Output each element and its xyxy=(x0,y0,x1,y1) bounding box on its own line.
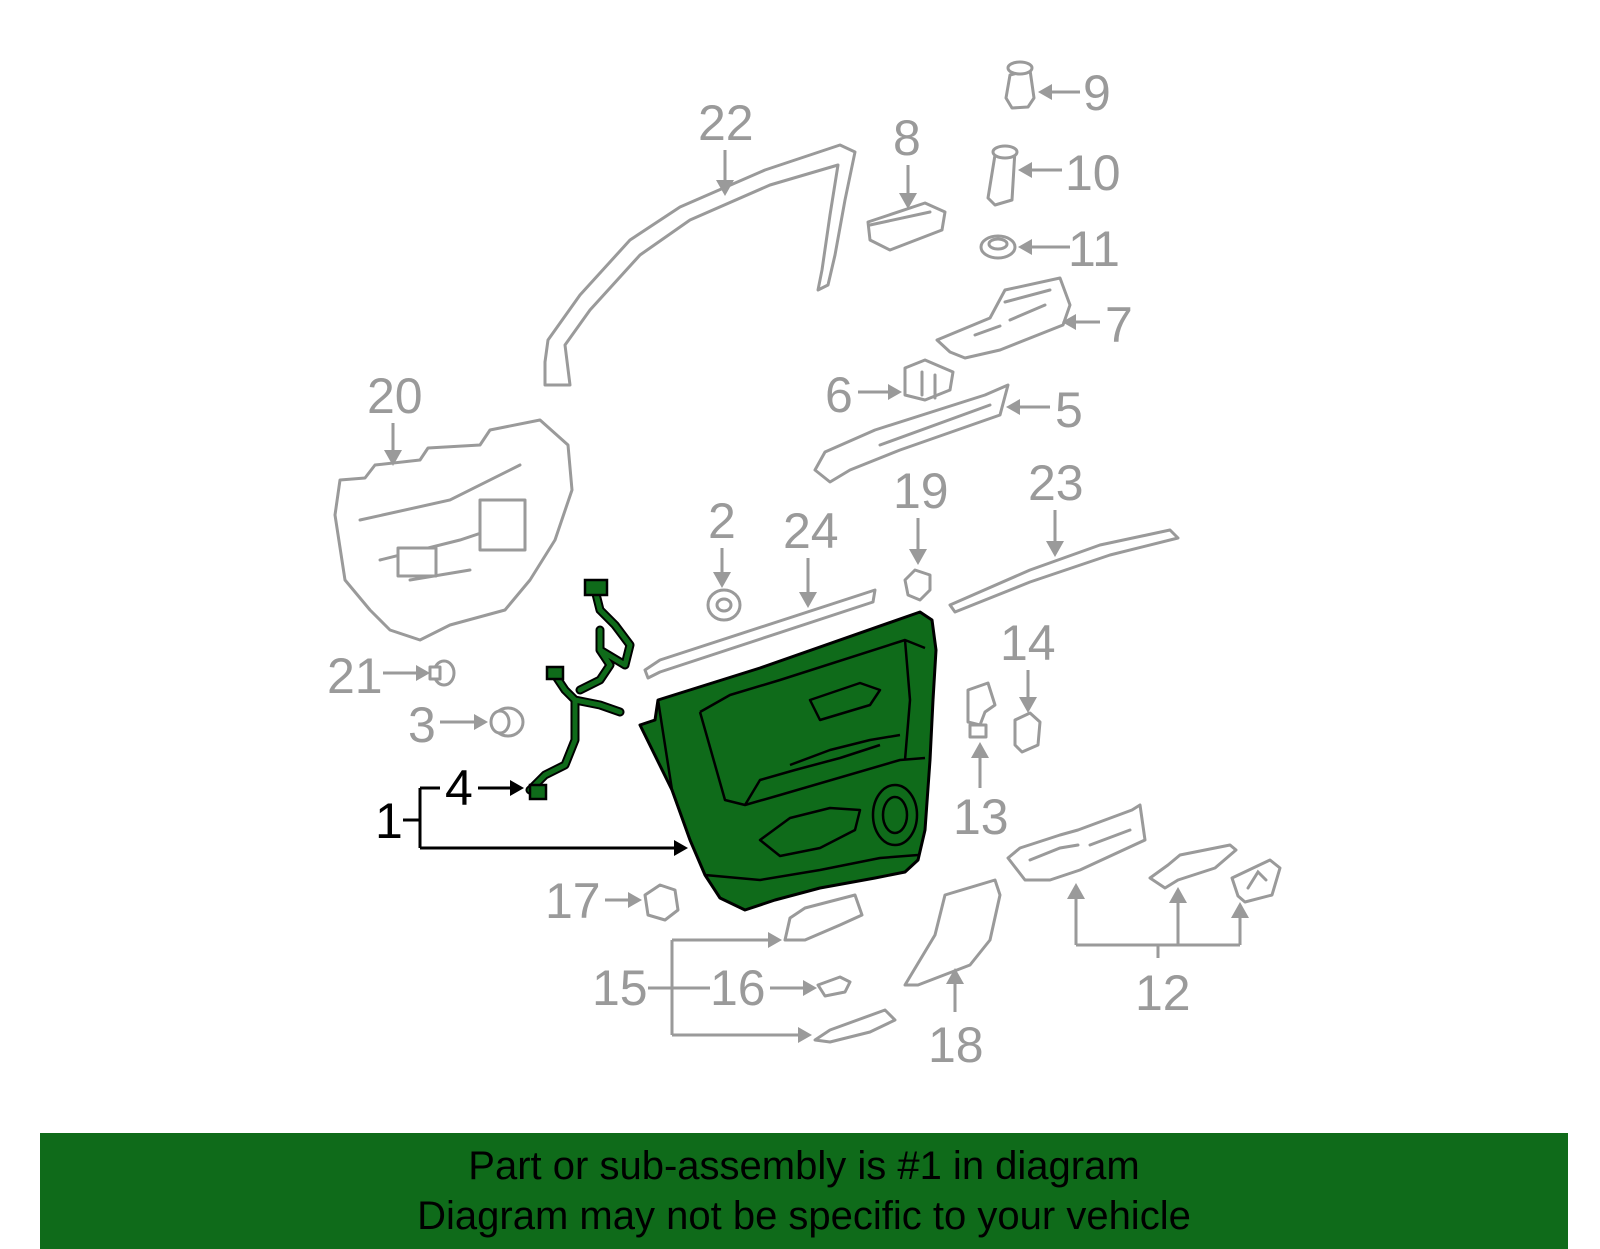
part-16-plug xyxy=(816,975,852,998)
callout-9-label: 9 xyxy=(1083,65,1111,121)
callout-6-label: 6 xyxy=(825,367,853,423)
callout-18-label: 18 xyxy=(928,1017,984,1073)
callout-12: 12 xyxy=(1067,883,1249,1021)
callout-17: 17 xyxy=(545,873,642,929)
callout-1-label: 1 xyxy=(375,793,403,849)
part-24-trim-strip xyxy=(643,588,877,680)
callout-3: 3 xyxy=(408,697,488,753)
callout-21: 21 xyxy=(327,648,430,704)
callout-8-label: 8 xyxy=(893,110,921,166)
callout-22: 22 xyxy=(698,95,754,196)
part-22-frame-molding xyxy=(543,143,857,387)
part-20-latch-module xyxy=(333,418,574,642)
callout-11: 11 xyxy=(1018,221,1120,277)
callout-13: 13 xyxy=(953,742,1009,845)
callout-23: 23 xyxy=(1028,455,1084,557)
callout-8: 8 xyxy=(893,110,921,209)
callout-11-label: 11 xyxy=(1068,221,1120,277)
part-8-switch-bezel xyxy=(866,201,947,252)
part-4-wiring-harness xyxy=(525,578,635,801)
info-banner: Part or sub-assembly is #1 in diagram Di… xyxy=(40,1133,1568,1249)
callout-7: 7 xyxy=(1062,297,1133,353)
callout-10-label: 10 xyxy=(1065,145,1121,201)
part-2-bumper xyxy=(706,588,742,622)
callout-19-label: 19 xyxy=(893,463,949,519)
callout-10: 10 xyxy=(1018,145,1121,201)
banner-line-1: Part or sub-assembly is #1 in diagram xyxy=(468,1144,1140,1188)
callout-15-label: 15 xyxy=(592,960,648,1016)
callout-2: 2 xyxy=(708,493,736,588)
banner-line-2: Diagram may not be specific to your vehi… xyxy=(417,1194,1191,1238)
callout-4-label: 4 xyxy=(445,760,473,816)
part-21-bolt xyxy=(428,659,456,687)
callout-2-label: 2 xyxy=(708,493,736,549)
part-14-cap xyxy=(1013,711,1042,754)
part-11-grommet xyxy=(979,234,1017,260)
callout-18: 18 xyxy=(928,968,984,1073)
callout-7-label: 7 xyxy=(1105,297,1133,353)
callout-6: 6 xyxy=(825,367,902,423)
callout-20: 20 xyxy=(367,368,423,466)
callout-5-label: 5 xyxy=(1055,382,1083,438)
callout-15-16: 15 16 xyxy=(592,932,817,1043)
part-7-switch-panel xyxy=(935,276,1072,360)
callout-12-label: 12 xyxy=(1135,965,1191,1021)
callout-22-label: 22 xyxy=(698,95,754,151)
part-3-bumper xyxy=(489,706,525,738)
part-17-cap xyxy=(643,883,680,922)
part-1-door-trim-panel[interactable] xyxy=(638,610,938,912)
callout-17-label: 17 xyxy=(545,873,601,929)
callout-23-label: 23 xyxy=(1028,455,1084,511)
part-10-plug xyxy=(986,144,1019,207)
part-5-armrest-trim xyxy=(813,383,1010,484)
callout-1: 1 xyxy=(375,786,688,856)
part-23-belt-molding xyxy=(948,528,1180,614)
part-9-cap xyxy=(1004,60,1036,110)
part-12-handle-bezels xyxy=(1006,803,1282,904)
part-13-handle-bracket xyxy=(966,681,997,739)
callout-20-label: 20 xyxy=(367,368,423,424)
callout-14-label: 14 xyxy=(1000,615,1056,671)
callout-4: 4 xyxy=(445,760,524,816)
part-18-cover xyxy=(903,878,1002,987)
callout-5: 5 xyxy=(1006,382,1083,438)
part-6-switch xyxy=(903,358,955,402)
callout-16-label: 16 xyxy=(710,960,766,1016)
callout-3-label: 3 xyxy=(408,697,436,753)
part-15-trays xyxy=(783,893,897,1044)
callout-9: 9 xyxy=(1038,65,1111,121)
callout-19: 19 xyxy=(893,463,949,565)
callout-13-label: 13 xyxy=(953,789,1009,845)
callout-14: 14 xyxy=(1000,615,1056,713)
part-19-clip xyxy=(903,568,932,602)
callout-24-label: 24 xyxy=(783,503,839,559)
callout-24: 24 xyxy=(783,503,839,608)
callout-21-label: 21 xyxy=(327,648,383,704)
